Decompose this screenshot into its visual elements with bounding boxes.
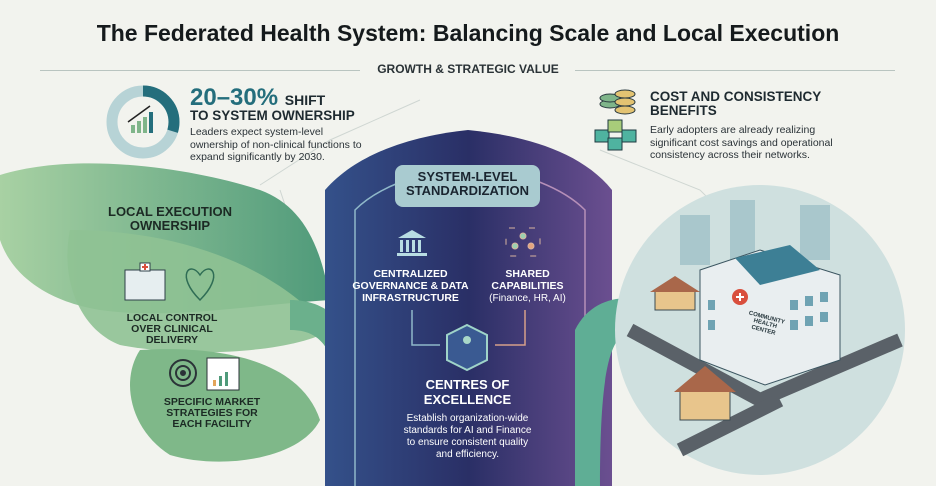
standardization-label: SYSTEM-LEVEL STANDARDIZATION	[395, 165, 540, 207]
left-leaf-mid	[67, 230, 330, 353]
divider	[575, 70, 895, 71]
shift-label: SHIFT	[284, 92, 326, 108]
report-chart-icon	[206, 357, 240, 391]
team-network-icon	[505, 227, 541, 257]
local-execution-heading: LOCAL EXECUTION OWNERSHIP	[108, 204, 232, 233]
governance-label: CENTRALIZED GOVERNANCE & DATA INFRASTRUC…	[352, 268, 469, 305]
donut-chart	[106, 85, 180, 159]
shared-capabilities-label: SHARED CAPABILITIES	[491, 268, 564, 293]
center-arch	[325, 130, 612, 486]
section-subtitle: GROWTH & STRATEGIC VALUE	[377, 62, 559, 76]
shared-capabilities-sub: (Finance, HR, AI)	[489, 293, 566, 304]
governance-building-icon	[397, 230, 427, 256]
shift-value: 20–30%	[190, 84, 279, 111]
market-strategies-label: SPECIFIC MARKET STRATEGIES FOR EACH FACI…	[163, 396, 261, 431]
hospital-icon	[124, 262, 166, 301]
page-title: The Federated Health System: Balancing S…	[96, 20, 840, 46]
cost-text: Early adopters are already realizing sig…	[650, 124, 833, 162]
heart-pulse-icon	[185, 268, 215, 302]
coins-icon	[599, 89, 636, 115]
centres-of-excellence-text: Establish organization-wide standards fo…	[403, 413, 532, 460]
shift-heading: TO SYSTEM OWNERSHIP	[190, 108, 355, 123]
divider	[40, 70, 360, 71]
centres-of-excellence-label: CENTRES OF EXCELLENCE	[423, 377, 512, 407]
target-icon	[169, 359, 197, 387]
shift-text: Leaders expect system-level ownership of…	[190, 126, 362, 164]
health-center-building	[699, 245, 841, 386]
city-skyline	[680, 200, 830, 265]
centre-excellence-cube-icon	[446, 323, 488, 372]
house-icon	[674, 366, 736, 421]
shift-stat: 20–30% SHIFT	[190, 86, 325, 110]
cubes-icon	[594, 119, 637, 151]
local-control-label: LOCAL CONTROL OVER CLINICAL DELIVERY	[126, 312, 218, 347]
cost-heading: COST AND CONSISTENCY BENEFITS	[650, 89, 822, 119]
house-icon	[650, 276, 700, 311]
